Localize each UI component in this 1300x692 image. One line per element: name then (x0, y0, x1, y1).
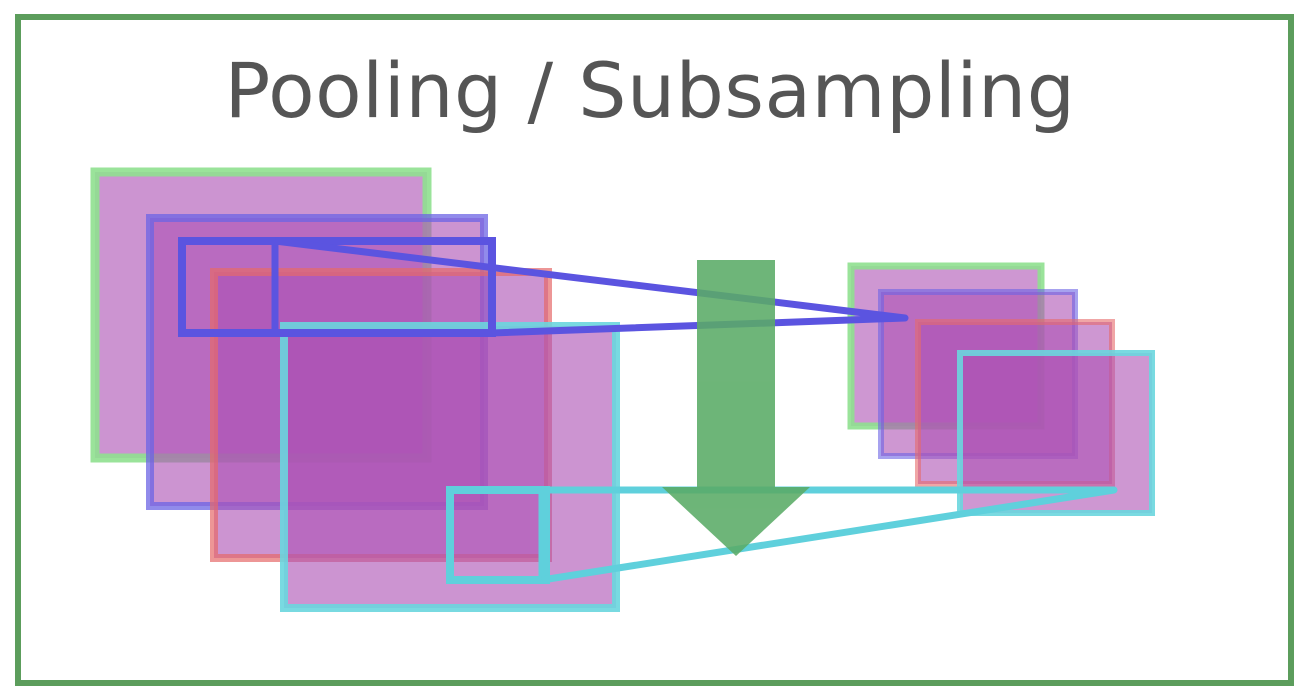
cyan-window-outer (446, 486, 550, 584)
pooled-feature-maps (847, 262, 1155, 516)
blue-window-outer (178, 237, 496, 337)
diagram-title: Pooling / Subsampling (224, 46, 1076, 135)
diagram-frame (15, 14, 1294, 686)
input-feature-maps (90, 167, 620, 612)
cyan-projection-lines (541, 486, 1118, 584)
pooled-map-cyan (957, 350, 1155, 516)
blue-pooling-window (178, 237, 909, 337)
blue-projection-lines (274, 237, 909, 337)
down-arrow-icon (662, 260, 810, 556)
